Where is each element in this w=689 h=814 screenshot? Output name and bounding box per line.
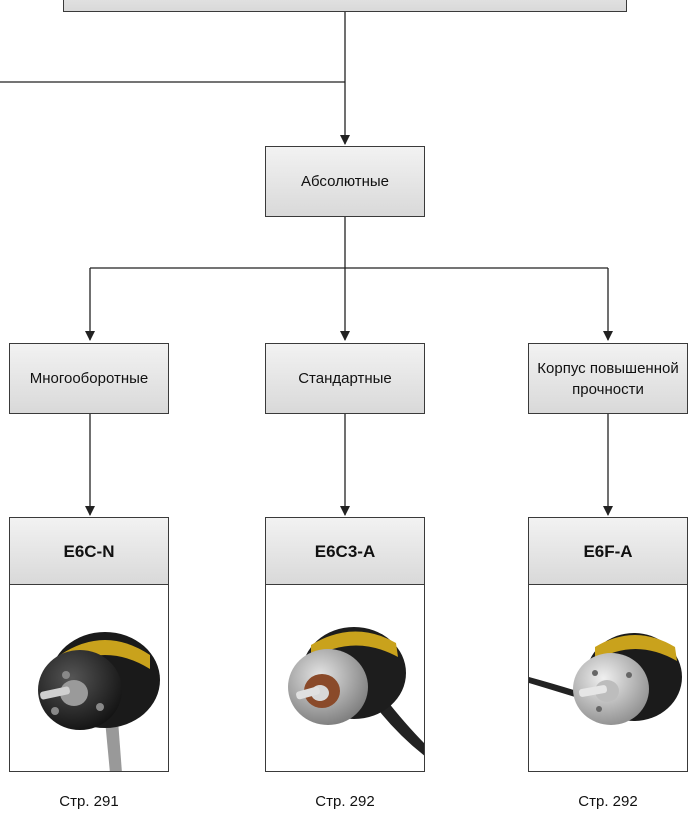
encoder-image-heavy-duty (529, 633, 682, 725)
category-box-multiturn: Многооборотные (9, 343, 169, 414)
product-photo-e6c-n (9, 584, 169, 772)
encoder-image-multiturn (38, 632, 160, 771)
model-label: E6F-A (583, 541, 633, 561)
model-box-e6c-n: E6C-N (9, 517, 169, 585)
model-label: E6C-N (63, 541, 115, 561)
category-label: Стандартные (298, 370, 392, 387)
model-box-e6c3-a: E6C3-A (265, 517, 425, 585)
absolute-label: Абсолютные (300, 173, 390, 190)
product-photo-e6c3-a (265, 584, 425, 772)
page-ref-e6c-n[interactable]: Стр. 291 (59, 793, 119, 810)
category-box-heavy-duty: Корпус повышенной прочности (528, 343, 688, 414)
top-parent-box (63, 0, 627, 12)
page-ref-e6c3-a[interactable]: Стр. 292 (315, 793, 375, 810)
category-label: Многооборотные (29, 370, 149, 387)
page-ref-e6f-a[interactable]: Стр. 292 (578, 793, 638, 810)
product-photo-e6f-a (528, 584, 688, 772)
model-box-e6f-a: E6F-A (528, 517, 688, 585)
absolute-box: Абсолютные (265, 146, 425, 217)
category-label: Корпус повышенной прочности (537, 359, 679, 398)
encoder-image-standard (288, 627, 424, 756)
model-label: E6C3-A (314, 541, 376, 561)
category-box-standard: Стандартные (265, 343, 425, 414)
